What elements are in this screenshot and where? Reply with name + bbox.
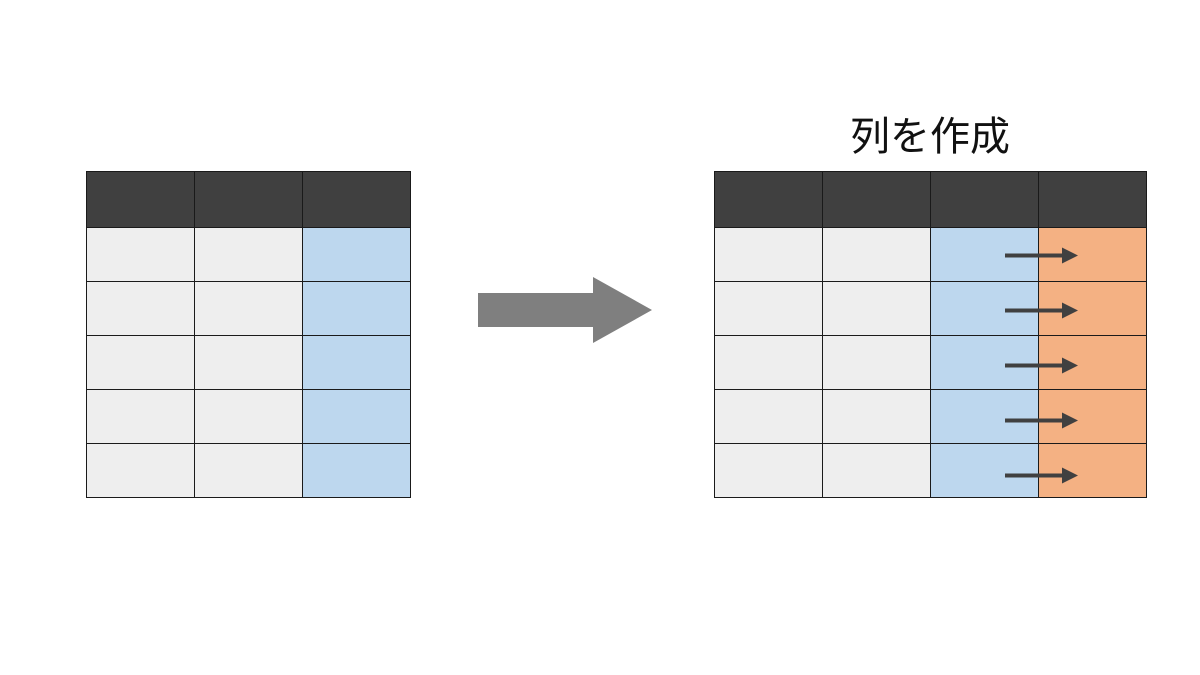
table-cell — [194, 443, 303, 498]
table-row — [86, 227, 411, 282]
table-cell — [714, 389, 823, 444]
new-column-cell — [1038, 227, 1147, 282]
table-cell — [194, 227, 303, 282]
table-cell — [86, 443, 195, 498]
small-arrow-icon — [1005, 357, 1078, 374]
new-column-cell — [1038, 335, 1147, 390]
table-row — [86, 443, 411, 498]
before-table — [86, 171, 411, 498]
header-cell — [714, 171, 823, 228]
table-row — [86, 335, 411, 390]
table-row — [86, 281, 411, 336]
selected-cell — [930, 389, 1039, 444]
table-cell — [194, 335, 303, 390]
small-arrow-icon — [1005, 247, 1078, 264]
header-cell — [1038, 171, 1147, 228]
small-arrow-icon — [1005, 302, 1078, 319]
right-arrow-icon — [478, 277, 652, 343]
table-cell — [822, 281, 931, 336]
table-cell — [822, 389, 931, 444]
header-cell — [86, 171, 195, 228]
selected-cell — [302, 443, 411, 498]
small-arrow-icon — [1005, 412, 1078, 429]
diagram-title: 列を作成 — [850, 114, 1010, 160]
selected-cell — [302, 389, 411, 444]
header-cell — [302, 171, 411, 228]
table-cell — [194, 281, 303, 336]
table-cell — [86, 335, 195, 390]
selected-cell — [930, 443, 1039, 498]
selected-cell — [302, 281, 411, 336]
table-cell — [714, 443, 823, 498]
new-column-cell — [1038, 443, 1147, 498]
table-cell — [714, 335, 823, 390]
table-cell — [194, 389, 303, 444]
table-cell — [714, 227, 823, 282]
table-cell — [822, 227, 931, 282]
table-cell — [822, 443, 931, 498]
small-arrow-icon — [1005, 467, 1078, 484]
header-row — [714, 171, 1147, 228]
header-cell — [930, 171, 1039, 228]
after-table — [714, 171, 1147, 498]
table-cell — [714, 281, 823, 336]
table-row — [714, 443, 1147, 498]
header-row — [86, 171, 411, 228]
table-row — [714, 335, 1147, 390]
selected-cell — [930, 335, 1039, 390]
table-cell — [822, 335, 931, 390]
selected-cell — [302, 227, 411, 282]
